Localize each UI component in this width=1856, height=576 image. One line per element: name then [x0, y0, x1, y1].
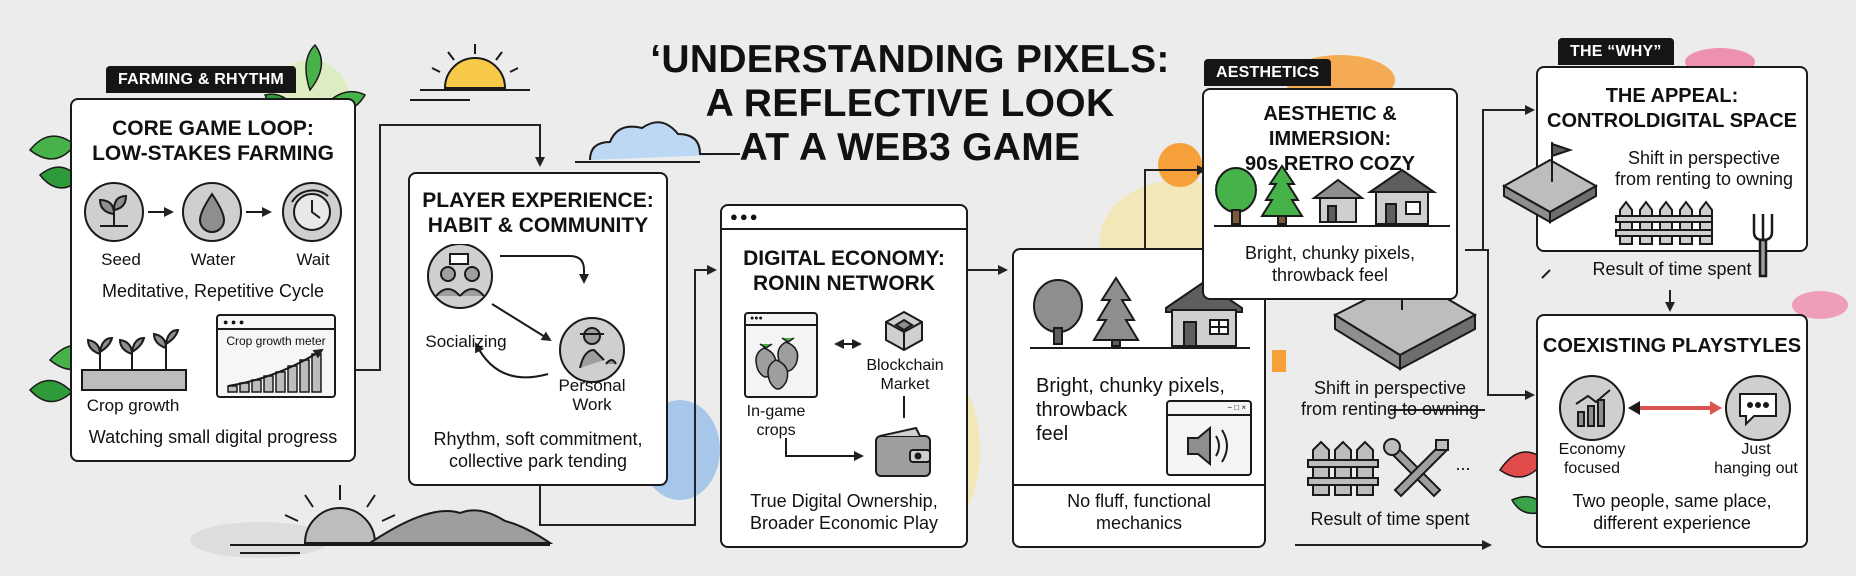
arrow-icon: [475, 342, 549, 379]
fence-icon: [1615, 200, 1713, 245]
pixel-pine-icon: [1092, 276, 1140, 341]
pink-splash: [1792, 291, 1848, 319]
pixel-tree-icon: [1033, 279, 1083, 333]
card-caption: Rhythm, soft commitment, collective park…: [433, 429, 643, 471]
connector-arrow: [1470, 249, 1535, 400]
card-caption: True Digital Ownership, Broader Economic…: [749, 491, 939, 533]
player-experience-card: PLAYER EXPERIENCE: HABIT & COMMUNITY Soc…: [408, 172, 668, 486]
pitchfork-icon: [1752, 214, 1774, 278]
economy-focused-label: Economy focused: [1558, 441, 1626, 477]
coexisting-playstyles-card: COEXISTING PLAYSTYLES Economy focused Ju…: [1536, 314, 1808, 548]
title-line: AT A WEB3 GAME: [739, 126, 1081, 169]
wallet-icon: [875, 426, 931, 477]
pixel-description: Bright, chunky pixels, throwback feel: [1036, 375, 1225, 445]
strawberries-icon: [755, 337, 799, 390]
title-line: A REFLECTIVE LOOK: [705, 82, 1115, 125]
result-label: Result of time spent: [1592, 259, 1752, 279]
socializing-label: Socializing: [425, 332, 507, 351]
window-dots: ●●●: [746, 314, 816, 326]
card-caption: No fluff, functional mechanics: [1067, 491, 1211, 533]
farming-steps-icons: [84, 182, 342, 242]
connector-arrow: [539, 265, 717, 526]
section-tag: FARMING & RHYTHM: [106, 66, 296, 93]
pine-icon: [1260, 164, 1304, 217]
crop-growth-meter-window: ● ● ● Crop growth meter: [216, 314, 336, 398]
speaker-icon: [1187, 425, 1228, 467]
orange-dot: [1158, 143, 1202, 187]
divider: [1014, 484, 1264, 486]
section-tag: AESTHETICS: [1204, 59, 1332, 86]
window-controls: ●●●: [722, 206, 966, 230]
crops-window: ●●●: [744, 312, 818, 398]
bar-meter-icon: [227, 348, 324, 393]
appeal-description: Shift in perspective from renting to own…: [1614, 148, 1794, 189]
sun-icon: [410, 44, 530, 101]
sound-window: − □ ×: [1166, 400, 1252, 476]
page-title: ‘UNDERSTANDING PIXELS: A REFLECTIVE LOOK…: [640, 38, 1180, 170]
window-controls: − □ ×: [1168, 402, 1250, 416]
in-game-crops-label: In-game crops: [746, 403, 806, 439]
arrow-icon: [785, 438, 864, 461]
card-title: DIGITAL ECONOMY: RONIN NETWORK: [743, 247, 945, 295]
connector-line: [1541, 269, 1551, 279]
card-title: COEXISTING PLAYSTYLES: [1542, 335, 1802, 357]
personal-work-label: Personal Work: [558, 376, 626, 414]
exchange-arrow-icon: [834, 339, 862, 349]
ground-shadow: [190, 522, 330, 558]
card-title: PLAYER EXPERIENCE: HABIT & COMMUNITY: [422, 189, 654, 237]
hanging-out-label: Just hanging out: [1714, 441, 1798, 477]
tools-icon: [1383, 438, 1449, 498]
crop-growth-label: Crop growth: [86, 396, 180, 415]
arrow-icon: [491, 303, 552, 342]
connector-line: [903, 396, 905, 418]
connector-arrow: [355, 124, 545, 371]
blockchain-market-label: Blockchain Market: [866, 357, 944, 393]
step-label: Seed: [101, 250, 141, 269]
card-title: THE APPEAL: CONTROLDIGITAL SPACE: [1547, 85, 1797, 132]
community-cycle-icons: [427, 244, 625, 383]
digital-economy-window: ●●● DIGITAL ECONOMY: RONIN NETWORK ●●● B…: [720, 204, 968, 548]
card-caption: Watching small digital progress: [88, 427, 338, 447]
step-label: Wait: [296, 250, 330, 269]
ellipsis-label: ...: [1455, 454, 1471, 474]
result-label: Result of time spent: [1310, 509, 1470, 529]
title-line: ‘UNDERSTANDING PIXELS:: [650, 38, 1170, 81]
plot-ownership-icon: [1501, 142, 1599, 224]
window-dots: ● ● ●: [218, 316, 334, 330]
card-title: AESTHETIC & IMMERSION: 90s RETRO COZY: [1244, 103, 1416, 175]
tree-icon: [1215, 167, 1257, 213]
step-label: Water: [190, 250, 236, 269]
sunset-icon: [230, 485, 554, 554]
card-description: Bright, chunky pixels, throwback feel: [1244, 243, 1416, 285]
house-icon: [1311, 178, 1365, 199]
house-icon: [1366, 168, 1438, 193]
meter-label: Crop growth meter: [226, 334, 326, 348]
core-game-loop-card: CORE GAME LOOP: LOW-STAKES FARMING Seed …: [70, 98, 356, 462]
connector-arrow: [1144, 165, 1207, 250]
sprouts-icon: [81, 328, 187, 391]
blockchain-cube-icon: [885, 310, 923, 352]
arrow-icon: [500, 255, 589, 284]
shift-perspective-label: Shift in perspective from renting to own…: [1300, 378, 1480, 419]
retro-scene-icon: [1214, 164, 1450, 227]
section-tag: THE “WHY”: [1558, 38, 1674, 65]
pixel-mechanics-card: Bright, chunky pixels, throwback feel − …: [1012, 248, 1266, 548]
card-caption: Two people, same place, different experi…: [1572, 491, 1772, 533]
cycle-caption: Meditative, Repetitive Cycle: [101, 281, 325, 301]
orange-pixel: [1272, 350, 1286, 372]
double-arrow-icon: [1628, 401, 1722, 415]
appeal-card: THE APPEAL: CONTROLDIGITAL SPACE Shift i…: [1536, 66, 1808, 252]
fence-icon: [1307, 440, 1379, 496]
playstyles-icons: [1559, 375, 1791, 441]
cloud-icon: [575, 121, 740, 163]
card-title: CORE GAME LOOP: LOW-STAKES FARMING: [92, 117, 334, 165]
aesthetic-immersion-card: AESTHETIC & IMMERSION: 90s RETRO COZY Br…: [1202, 88, 1458, 300]
